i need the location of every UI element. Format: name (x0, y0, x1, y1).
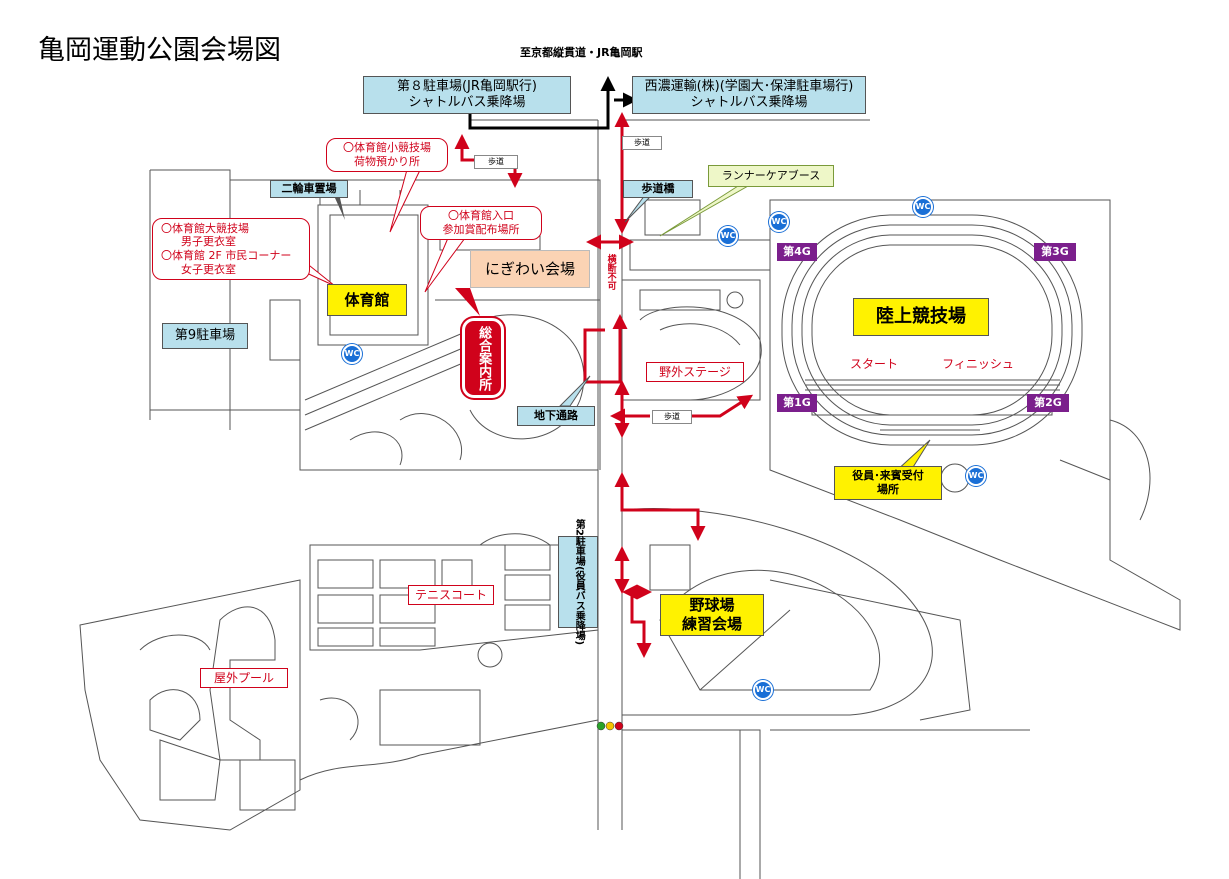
parking9-label: 第9駐車場 (162, 323, 248, 349)
small-arena-line2: 荷物預かり所 (354, 155, 420, 168)
big-arena-line2: 男子更衣室 (181, 235, 236, 249)
wc-icon: WC (913, 197, 933, 217)
small-arena-callout: 〇体育館小競技場 荷物預かり所 (326, 138, 448, 172)
pool-label: 屋外プール (200, 668, 288, 688)
parking8-shuttle-label: 第８駐車場(JR亀岡駅行) シャトルバス乗降場 (363, 76, 571, 114)
officials-line1: 役員･来賓受付 (852, 469, 924, 483)
wc-icon: WC (966, 466, 986, 486)
outdoor-stage-label: 野外ステージ (646, 362, 744, 382)
baseball-line1: 野球場 (689, 596, 735, 615)
baseball-label: 野球場 練習会場 (660, 594, 764, 636)
small-arena-line1: 〇体育館小競技場 (343, 141, 431, 155)
walkway-label: 歩道 (474, 155, 518, 169)
walkway-label: 歩道 (652, 410, 692, 424)
info-center-sign: 総合案内所 (462, 318, 504, 398)
officials-line2: 場所 (877, 483, 899, 496)
baseball-line2: 練習会場 (681, 615, 742, 633)
wc-icon: WC (769, 212, 789, 232)
traffic-signal-icon (596, 721, 624, 731)
wc-icon: WC (718, 226, 738, 246)
wc-icon: WC (342, 344, 362, 364)
big-arena-line3: 〇体育館 2F 市民コーナー (161, 249, 292, 262)
gym-entrance-line1: 〇体育館入口 (448, 209, 514, 223)
info-center-label: 総合案内所 (476, 325, 492, 391)
gym-label: 体育館 (327, 284, 407, 316)
destination-label: 至京都縦貫道・JR亀岡駅 (520, 46, 643, 59)
tennis-court-label: テニスコート (408, 585, 494, 605)
gym-entrance-line2: 参加賞配布場所 (442, 223, 520, 236)
big-arena-callout: 〇体育館大競技場 男子更衣室 〇体育館 2F 市民コーナー 女子更衣室 (152, 218, 310, 280)
pedestrian-bridge-label: 歩道橋 (623, 180, 693, 198)
parking2-label: 第2駐車場(役員バス乗降場) (558, 519, 598, 645)
big-arena-line1: 〇体育館大競技場 (161, 221, 249, 235)
nigiwai-venue-label: にぎわい会場 (470, 250, 590, 288)
finish-label: フィニッシュ (942, 356, 1014, 371)
seino-line1: 西濃運輸(株)(学園大･保津駐車場行) (644, 78, 854, 94)
no-crossing-label: 横断不可 (605, 254, 616, 290)
wc-icon: WC (753, 680, 773, 700)
seino-line2: シャトルバス乗降場 (690, 95, 808, 110)
start-label: スタート (849, 356, 898, 371)
two-wheel-parking-label: 二輪車置場 (270, 180, 348, 198)
seino-shuttle-label: 西濃運輸(株)(学園大･保津駐車場行) シャトルバス乗降場 (632, 76, 866, 114)
gate-3-label: 第3G (1034, 243, 1076, 261)
gate-2-label: 第2G (1027, 394, 1069, 412)
officials-reception-label: 役員･来賓受付 場所 (834, 466, 942, 500)
big-arena-line4: 女子更衣室 (181, 262, 236, 276)
underpass-label: 地下通路 (517, 406, 595, 426)
gym-entrance-callout: 〇体育館入口 参加賞配布場所 (420, 206, 542, 240)
page-title: 亀岡運動公園会場図 (38, 35, 281, 66)
parking8-line1: 第８駐車場(JR亀岡駅行) (396, 78, 537, 94)
parking8-line2: シャトルバス乗降場 (408, 95, 526, 110)
walkway-label: 歩道 (622, 136, 662, 150)
stadium-label: 陸上競技場 (853, 298, 989, 336)
gate-4-label: 第4G (777, 243, 817, 261)
runner-care-booth-label: ランナーケアブース (708, 165, 834, 187)
gate-1-label: 第1G (777, 394, 817, 412)
